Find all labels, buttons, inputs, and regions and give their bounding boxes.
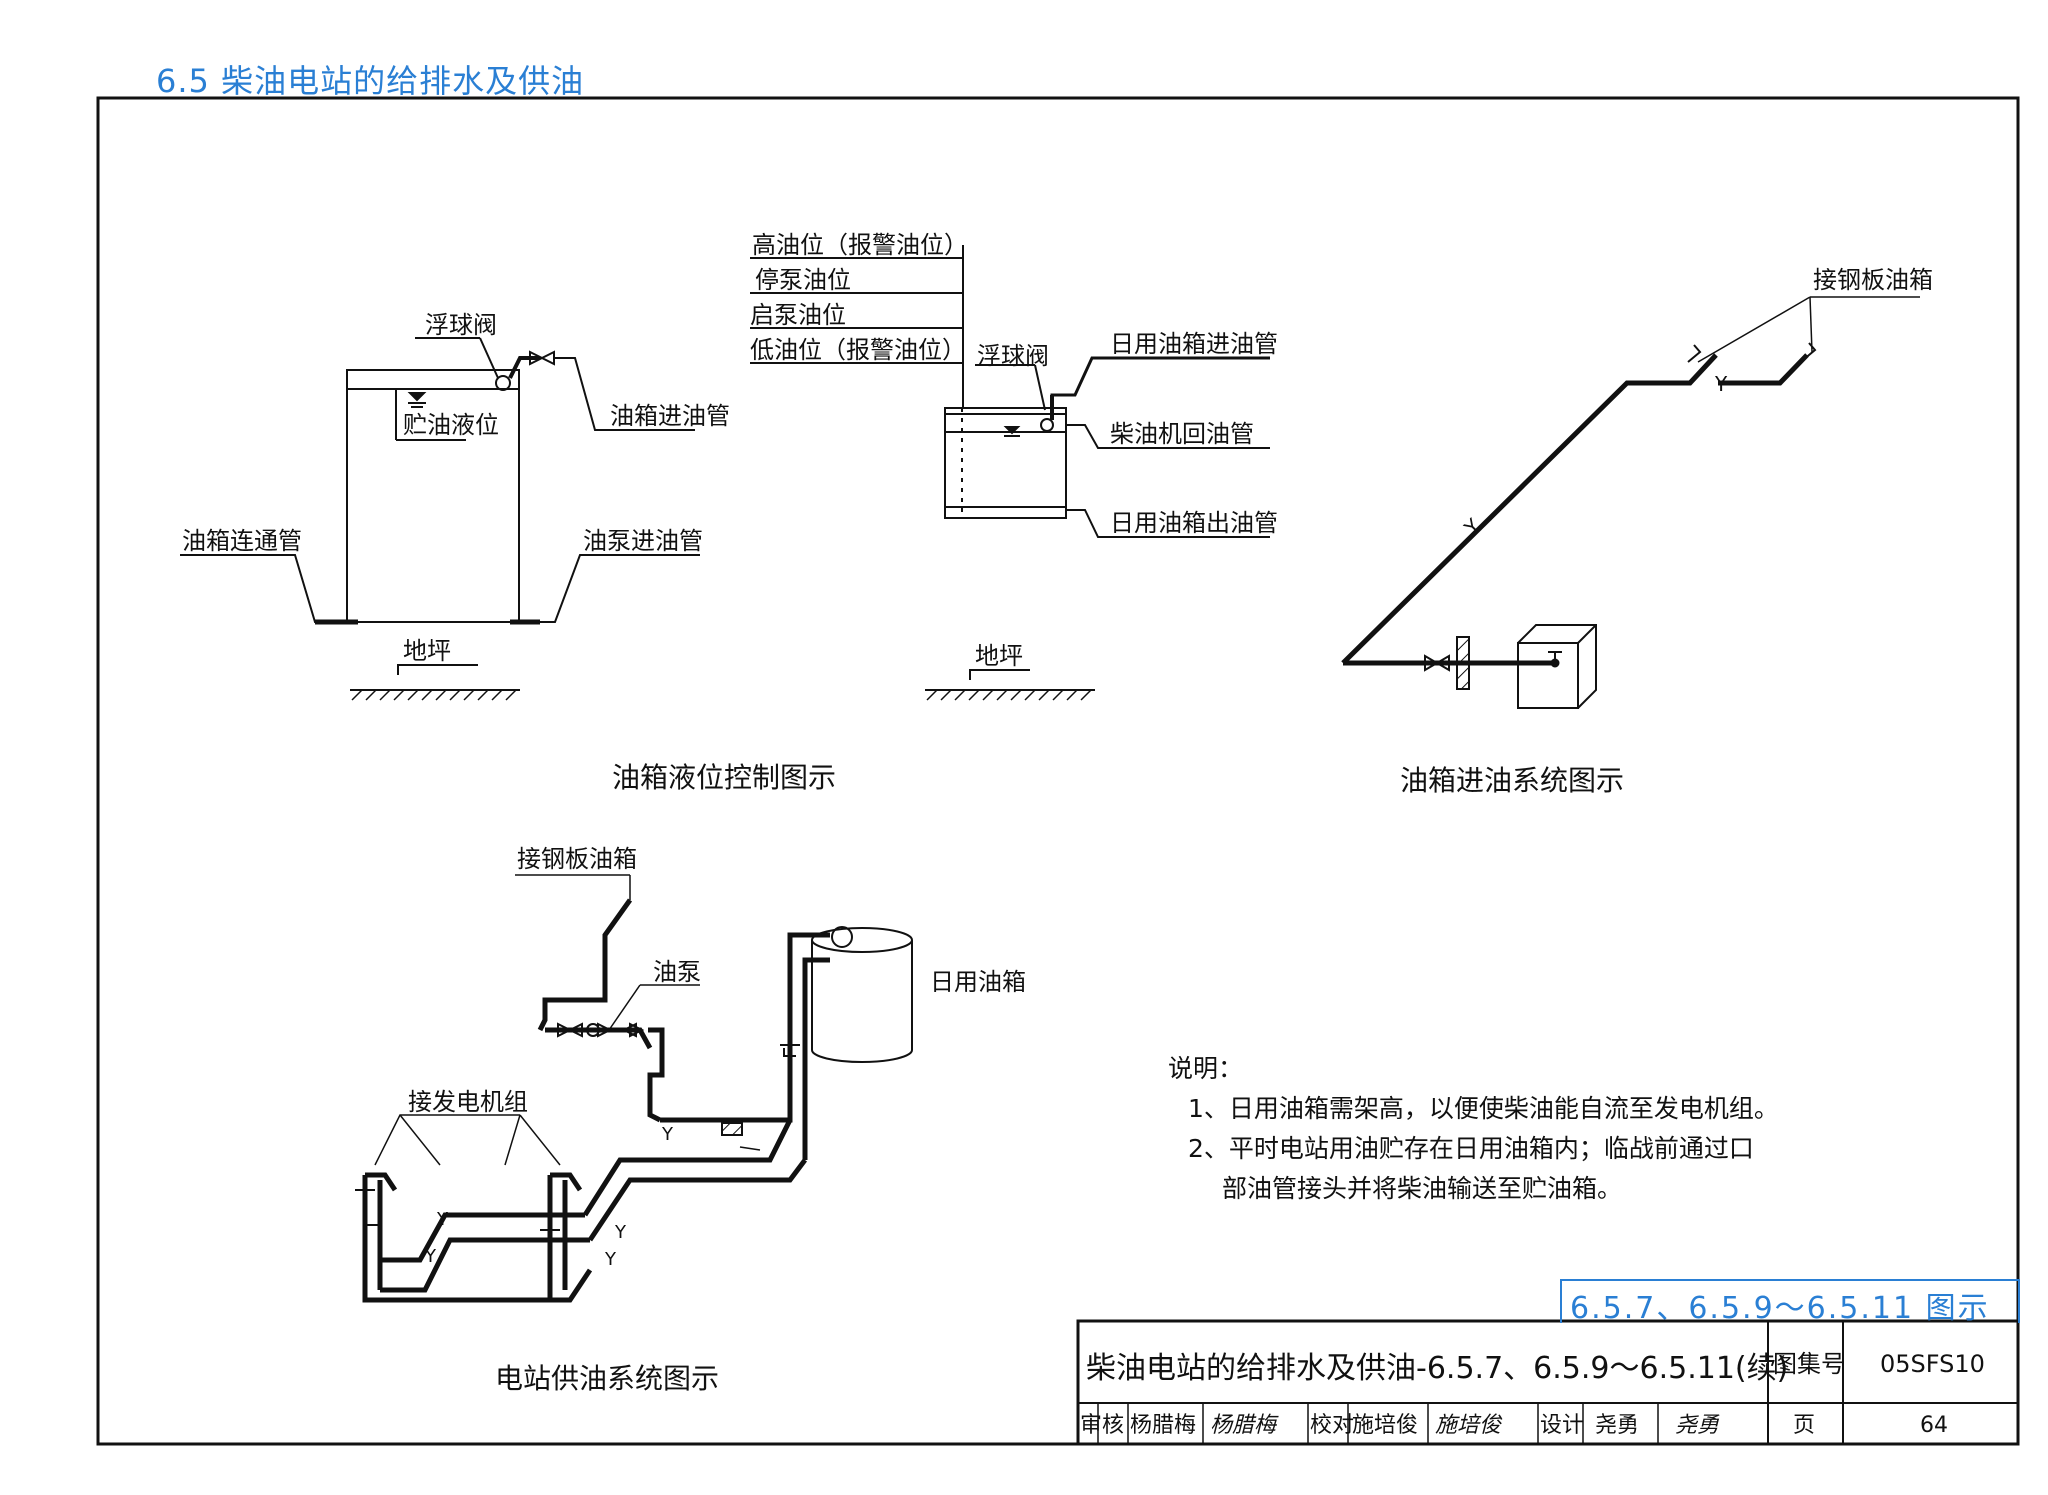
caption-level-control: 油箱液位控制图示 bbox=[612, 761, 836, 794]
y-mark-2b: Y bbox=[1714, 372, 1728, 396]
drawing-frame bbox=[96, 96, 2020, 1446]
caption-supply-system: 电站供油系统图示 bbox=[495, 1362, 719, 1395]
label-oil-pump: 油泵 bbox=[653, 958, 701, 986]
page-label: 页 bbox=[1793, 1413, 1815, 1438]
label-diesel-return: 柴油机回油管 bbox=[1110, 420, 1254, 448]
label-floor-b: 地坪 bbox=[975, 642, 1023, 670]
note-line-1: 1、日用油箱需架高，以便使柴油能自流至发电机组。 bbox=[1188, 1094, 1779, 1123]
daily-tank-level-diagram bbox=[750, 245, 1270, 691]
label-steel-tank-3: 接钢板油箱 bbox=[517, 845, 637, 873]
review-label: 审核 bbox=[1080, 1413, 1124, 1438]
label-generator: 接发电机组 bbox=[408, 1088, 528, 1116]
checker-signature: 施培俊 bbox=[1435, 1413, 1503, 1438]
label-float-valve-b: 浮球阀 bbox=[977, 342, 1049, 370]
page-number: 64 bbox=[1920, 1413, 1948, 1438]
atlas-label: 图集号 bbox=[1773, 1350, 1845, 1378]
supply-system-diagram bbox=[355, 874, 913, 1303]
y-mark-3c: Y bbox=[424, 1246, 437, 1267]
y-mark-3b: Y bbox=[436, 1209, 449, 1230]
label-daily-outlet: 日用油箱出油管 bbox=[1110, 509, 1278, 537]
label-daily-inlet: 日用油箱进油管 bbox=[1110, 330, 1278, 358]
designer-name: 尧勇 bbox=[1595, 1413, 1639, 1438]
storage-tank-diagram bbox=[180, 337, 700, 691]
reviewer-signature: 杨腊梅 bbox=[1210, 1413, 1279, 1438]
tank-inlet-system-diagram bbox=[1341, 296, 1920, 709]
reference-label: 6.5.7、6.5.9～6.5.11 图示 bbox=[1570, 1291, 1990, 1326]
checker-name: 施培俊 bbox=[1352, 1413, 1418, 1438]
check-label: 校对 bbox=[1310, 1413, 1354, 1438]
label-tank-inlet: 油箱进油管 bbox=[610, 402, 730, 430]
label-storage-level: 贮油液位 bbox=[403, 411, 499, 439]
y-mark-3a: Y bbox=[661, 1124, 674, 1145]
label-tank-connect: 油箱连通管 bbox=[182, 527, 302, 555]
reviewer-name: 杨腊梅 bbox=[1130, 1413, 1196, 1438]
section-title: 6.5 柴油电站的给排水及供油 bbox=[156, 62, 585, 100]
design-label: 设计 bbox=[1540, 1413, 1584, 1438]
label-high-level: 高油位（报警油位） bbox=[752, 231, 968, 259]
label-pump-inlet: 油泵进油管 bbox=[583, 527, 703, 555]
label-start-pump: 启泵油位 bbox=[750, 301, 846, 329]
reference-box bbox=[1560, 1279, 2020, 1323]
label-floor-a: 地坪 bbox=[403, 637, 451, 665]
atlas-number: 05SFS10 bbox=[1880, 1350, 1985, 1378]
note-line-3: 部油管接头并将柴油输送至贮油箱。 bbox=[1222, 1174, 1622, 1203]
y-mark-3d: Y bbox=[614, 1222, 627, 1243]
note-line-2: 2、平时电站用油贮存在日用油箱内；临战前通过口 bbox=[1188, 1134, 1754, 1163]
label-daily-tank: 日用油箱 bbox=[930, 968, 1026, 996]
y-mark-3e: Y bbox=[604, 1249, 617, 1270]
caption-inlet-system: 油箱进油系统图示 bbox=[1400, 764, 1624, 797]
title-block bbox=[1076, 1319, 2020, 1446]
designer-signature: 尧勇 bbox=[1675, 1413, 1720, 1438]
title-block-title: 柴油电站的给排水及供油-6.5.7、6.5.9～6.5.11(续) bbox=[1086, 1351, 1788, 1386]
label-steel-tank-2: 接钢板油箱 bbox=[1813, 266, 1933, 294]
label-low-level: 低油位（报警油位） bbox=[750, 336, 966, 364]
label-float-valve-a: 浮球阀 bbox=[425, 311, 497, 339]
floor-hatch-b bbox=[926, 689, 1092, 701]
notes-title: 说明： bbox=[1168, 1054, 1243, 1083]
floor-hatch-a bbox=[351, 689, 517, 701]
label-stop-pump: 停泵油位 bbox=[755, 266, 851, 294]
